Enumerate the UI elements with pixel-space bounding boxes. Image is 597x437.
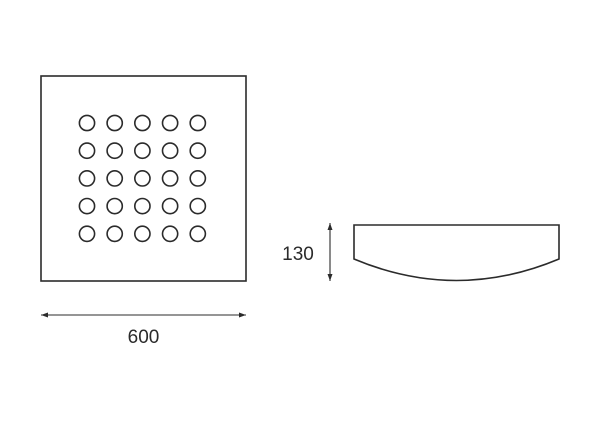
hole: [106, 142, 124, 160]
height-dimension: 130: [282, 223, 333, 281]
panel-outline: [40, 75, 247, 282]
width-arrow-right: [239, 312, 246, 318]
hole-grid: [78, 114, 207, 243]
hole: [189, 142, 207, 160]
hole: [78, 225, 96, 243]
hole: [106, 197, 124, 215]
height-arrow-bottom: [327, 274, 333, 281]
hole: [161, 142, 179, 160]
hole: [106, 225, 124, 243]
height-arrow-top: [327, 223, 333, 230]
width-dimension: 600: [41, 312, 246, 348]
hole: [161, 197, 179, 215]
hole: [106, 114, 124, 132]
hole: [133, 197, 151, 215]
width-dimension-label: 600: [128, 327, 160, 348]
hole: [161, 169, 179, 187]
hole: [133, 169, 151, 187]
height-dimension-label: 130: [282, 244, 314, 265]
hole: [161, 114, 179, 132]
hole: [78, 114, 96, 132]
hole: [78, 197, 96, 215]
hole: [133, 142, 151, 160]
hole: [189, 114, 207, 132]
hole: [78, 169, 96, 187]
top-view: [40, 75, 247, 282]
hole: [133, 225, 151, 243]
hole: [189, 169, 207, 187]
width-arrow-left: [41, 312, 48, 318]
hole: [106, 169, 124, 187]
hole: [189, 225, 207, 243]
hole: [189, 197, 207, 215]
hole: [133, 114, 151, 132]
side-profile-outline: [353, 224, 560, 282]
hole: [78, 142, 96, 160]
hole: [161, 225, 179, 243]
side-view: [353, 224, 560, 282]
